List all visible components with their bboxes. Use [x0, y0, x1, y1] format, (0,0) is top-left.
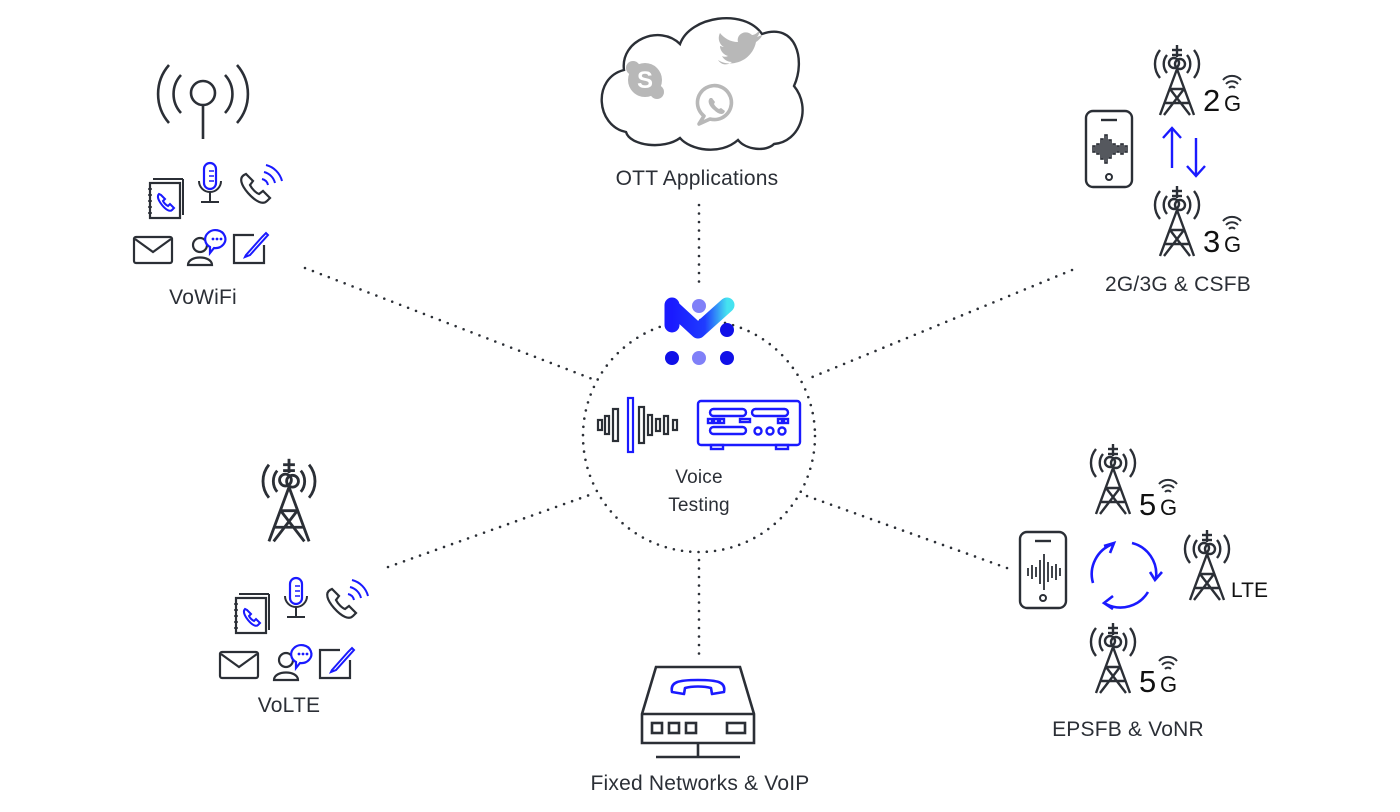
connectors — [303, 203, 1074, 657]
node-vowifi — [132, 64, 284, 267]
label-fixed: Fixed Networks & VoIP — [590, 772, 810, 795]
node-volte — [218, 457, 370, 682]
connector-volte — [386, 491, 597, 569]
tower-icon — [1089, 442, 1137, 516]
tower-icon — [1089, 621, 1137, 695]
handset-icon — [670, 678, 726, 696]
label-center-line2: Testing — [668, 495, 730, 516]
node-epsfb: 5 G LTE 5 G — [1018, 442, 1268, 699]
svg-text:5: 5 — [1139, 664, 1156, 699]
voip-router-icon — [640, 665, 756, 759]
connector-vowifi — [303, 266, 597, 382]
tower-icon — [1183, 528, 1231, 602]
cloud-icon — [600, 17, 804, 151]
label-vowifi: VoWiFi — [169, 286, 237, 309]
svg-text:3: 3 — [1203, 224, 1220, 259]
arrow-up-icon — [1162, 126, 1182, 168]
center-dotted-ring — [581, 318, 817, 554]
svg-text:G: G — [1224, 232, 1241, 257]
svg-text:G: G — [1160, 672, 1177, 697]
whatsapp-icon — [695, 83, 734, 126]
connector-epsfb — [805, 494, 1009, 570]
svg-text:2: 2 — [1203, 83, 1220, 118]
wifi-antenna-icon — [156, 64, 250, 139]
node-fixed — [640, 665, 756, 759]
svg-text:S: S — [637, 67, 653, 94]
tower-icon — [261, 457, 317, 543]
phone-waveform — [1027, 554, 1061, 590]
label-epsfb: EPSFB & VoNR — [1052, 718, 1204, 741]
svg-text:G: G — [1224, 91, 1241, 116]
label-center-line1: Voice — [675, 467, 723, 488]
svg-text:LTE: LTE — [1231, 579, 1268, 602]
twitter-icon — [718, 31, 762, 65]
brand-logo — [664, 297, 735, 365]
tower-icon — [1153, 184, 1201, 258]
test-equipment-icon — [696, 399, 802, 451]
phone-waveform — [1092, 134, 1128, 164]
connector-csfb — [803, 268, 1074, 382]
phone-icon — [1018, 530, 1068, 610]
node-ott: S — [600, 17, 804, 151]
sound-wave-icon — [596, 396, 679, 454]
skype-icon: S — [626, 61, 664, 99]
node-csfb: 2 G 3 G — [1084, 43, 1242, 259]
arrow-down-icon — [1186, 138, 1206, 178]
tower-icon — [1153, 43, 1201, 117]
cycle-arrows-icon — [1090, 540, 1163, 611]
svg-text:G: G — [1160, 495, 1177, 520]
label-ott: OTT Applications — [615, 167, 779, 190]
svg-text:5: 5 — [1139, 487, 1156, 522]
label-csfb: 2G/3G & CSFB — [1105, 273, 1251, 296]
label-volte: VoLTE — [257, 694, 321, 717]
center-hub — [596, 297, 802, 454]
